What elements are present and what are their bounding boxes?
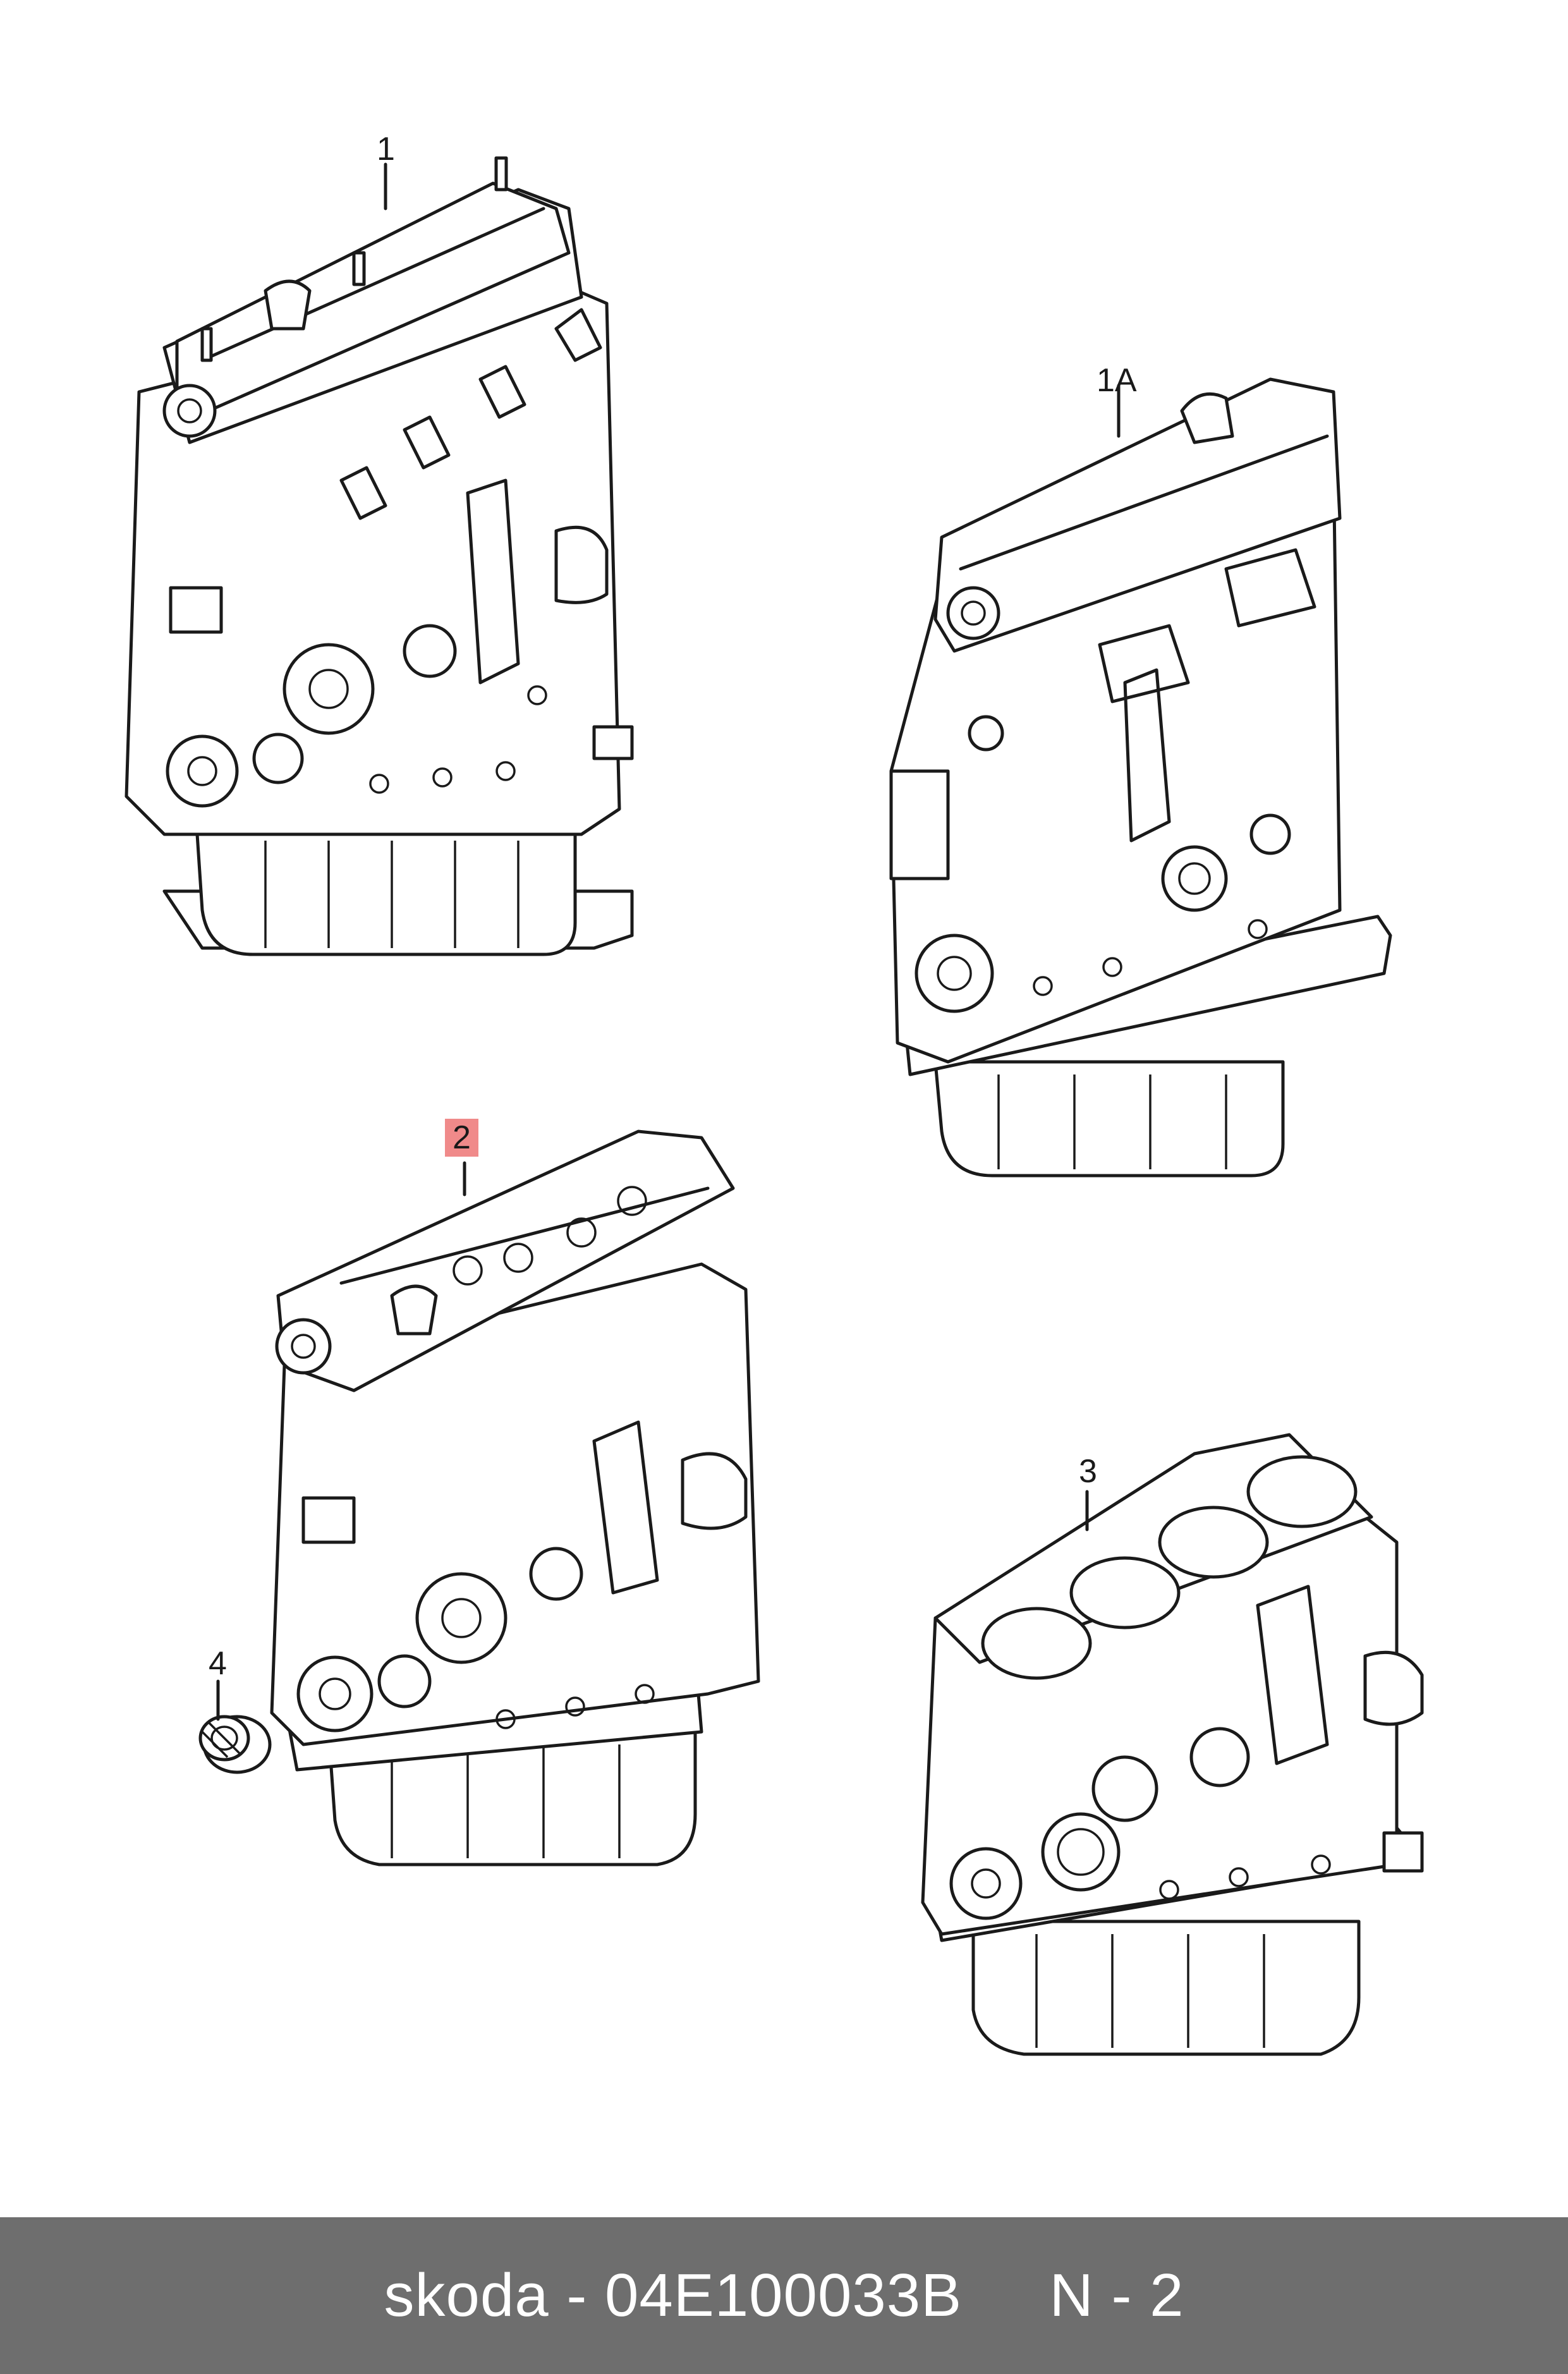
footer-text: skoda - 04E100033B N - 2 (384, 2261, 1184, 2329)
callout-3[interactable]: 3 (1079, 1453, 1097, 1490)
engine-1-drawing (125, 156, 634, 956)
callout-4[interactable]: 4 (209, 1645, 227, 1682)
bearing-4-drawing (198, 1679, 272, 1774)
engine-2-drawing (270, 1129, 760, 1866)
engine-1a-drawing (889, 377, 1392, 1178)
engine-3-drawing (921, 1433, 1424, 2056)
parts-diagram: 1 1A 2 3 4 (125, 131, 1424, 2056)
callout-1a[interactable]: 1A (1097, 362, 1137, 399)
engine-drawings (125, 156, 1424, 2056)
footer-bar: skoda - 04E100033B N - 2 (0, 2217, 1568, 2374)
callout-2-highlighted[interactable]: 2 (445, 1119, 478, 1157)
callout-1[interactable]: 1 (377, 131, 395, 167)
